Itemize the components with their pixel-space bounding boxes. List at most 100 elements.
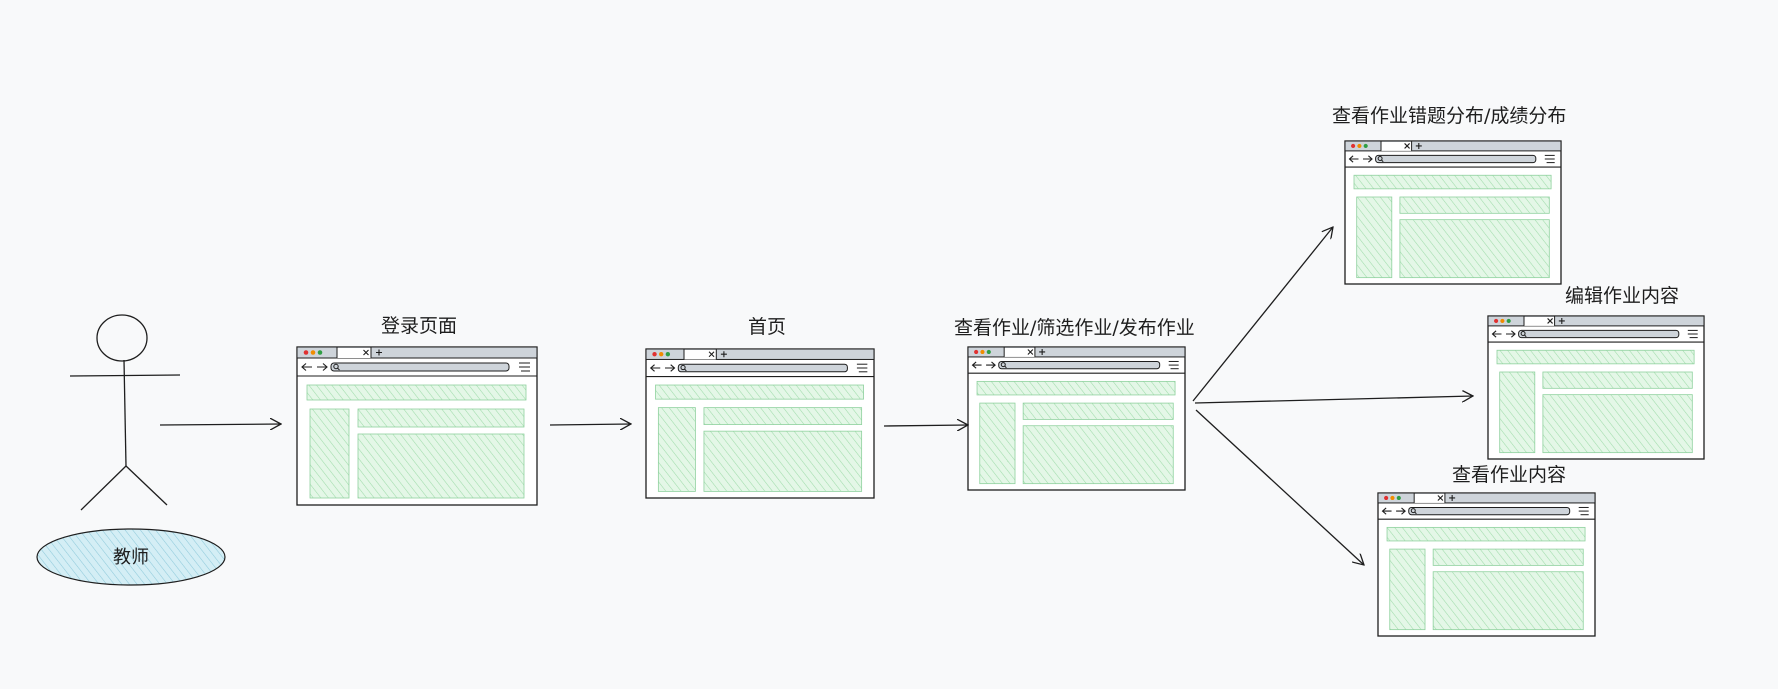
- new-tab-icon: [1039, 348, 1046, 355]
- forward-arrow-icon: [986, 361, 996, 369]
- subheader-placeholder: [357, 408, 525, 428]
- subheader-placeholder: [1399, 196, 1550, 214]
- subheader-placeholder: [703, 407, 863, 425]
- search-icon: [1377, 156, 1383, 161]
- header-placeholder: [306, 384, 527, 401]
- address-bar: [1408, 506, 1571, 516]
- back-arrow-icon: [1348, 155, 1359, 163]
- subheader-placeholder: [1432, 548, 1584, 566]
- actor-right-leg: [125, 465, 168, 506]
- sidebar-placeholder: [657, 407, 696, 492]
- new-tab-icon: [720, 351, 727, 358]
- content-placeholder: [1542, 394, 1693, 454]
- tab-strip: [967, 346, 1186, 358]
- search-icon-handle: [684, 368, 687, 372]
- actor-role-ellipse: [36, 528, 226, 586]
- sidebar-placeholder: [1499, 371, 1536, 454]
- active-tab: [1381, 142, 1412, 151]
- tab-close-icon: [1404, 143, 1410, 149]
- window-control-dot: [665, 352, 671, 357]
- search-icon: [333, 363, 339, 370]
- page-title-home: 首页: [748, 316, 787, 338]
- address-bar: [677, 363, 848, 373]
- search-icon-handle: [1004, 365, 1007, 369]
- window-control-dot: [1351, 143, 1356, 149]
- header-placeholder: [655, 384, 864, 400]
- forward-arrow-icon: [665, 364, 676, 372]
- tab-strip: [1344, 140, 1562, 152]
- forward-arrow-icon: [1396, 507, 1406, 515]
- browser-window-edit: [1487, 315, 1705, 460]
- browser-window-home: [645, 348, 875, 499]
- window-control-dot: [1494, 318, 1499, 324]
- sidebar-placeholder: [1356, 196, 1393, 279]
- arrow-home-to-homework: [883, 425, 968, 426]
- new-tab-icon: [1558, 317, 1565, 324]
- forward-arrow-icon: [1363, 155, 1373, 163]
- page-title-edit: 编辑作业内容: [1565, 285, 1680, 307]
- actor-name: 教师: [113, 547, 149, 568]
- search-icon-handle: [1381, 159, 1384, 163]
- tab-close-icon: [708, 351, 715, 358]
- sidebar-placeholder: [1389, 548, 1426, 631]
- content-placeholder: [357, 433, 525, 499]
- content-placeholder: [703, 430, 863, 492]
- new-tab-icon: [1449, 494, 1456, 501]
- window-control-dot: [1506, 318, 1511, 324]
- page-title-errors: 查看作业错题分布/成绩分布: [1332, 105, 1567, 127]
- back-arrow-icon: [1381, 507, 1392, 515]
- active-tab: [684, 350, 717, 360]
- back-arrow-icon: [301, 363, 312, 371]
- page-title-login: 登录页面: [381, 315, 458, 337]
- active-tab: [1004, 348, 1035, 357]
- back-arrow-icon: [649, 364, 661, 372]
- page-title-content: 查看作业内容: [1452, 464, 1567, 486]
- search-icon-handle: [1524, 334, 1527, 338]
- search-icon: [1000, 362, 1006, 368]
- actor-left-leg: [80, 465, 127, 511]
- content-placeholder: [1022, 425, 1174, 485]
- active-tab: [337, 348, 371, 358]
- actor-arms: [69, 374, 181, 377]
- tab-strip: [296, 346, 538, 359]
- address-bar: [998, 360, 1161, 370]
- address-bar: [330, 362, 510, 372]
- window-control-dot: [986, 349, 991, 355]
- window-control-dot: [1357, 143, 1362, 149]
- actor-head: [96, 314, 148, 362]
- window-control-dot: [980, 349, 985, 355]
- tab-close-icon: [363, 349, 369, 356]
- address-bar: [1518, 329, 1680, 339]
- arrow-homework-to-edit: [1194, 396, 1473, 404]
- tab-close-icon: [1027, 349, 1034, 355]
- arrow-homework-to-errors: [1192, 227, 1333, 402]
- wireframe-windows: [296, 140, 1705, 637]
- header-placeholder: [1386, 526, 1586, 542]
- window-control-dot: [1500, 318, 1505, 324]
- search-icon: [680, 364, 686, 371]
- search-icon-handle: [337, 367, 340, 371]
- window-control-dot: [310, 350, 316, 355]
- actor-stick-figure: [69, 314, 181, 511]
- search-icon: [1410, 508, 1416, 514]
- forward-arrow-icon: [317, 363, 328, 371]
- subheader-placeholder: [1022, 402, 1174, 420]
- window-control-dot: [303, 350, 309, 355]
- actor-body: [123, 359, 127, 467]
- window-control-dot: [652, 352, 657, 357]
- window-control-dot: [1396, 495, 1401, 501]
- arrow-homework-to-content: [1195, 409, 1364, 565]
- forward-arrow-icon: [1506, 330, 1516, 338]
- tab-close-icon: [1547, 318, 1553, 324]
- header-placeholder: [1496, 349, 1695, 365]
- search-icon-handle: [1414, 511, 1417, 515]
- content-placeholder: [1432, 571, 1584, 631]
- arrow-login-to-home: [549, 424, 631, 425]
- window-control-dot: [1384, 495, 1389, 501]
- new-tab-icon: [376, 349, 382, 356]
- window-control-dot: [1363, 143, 1368, 149]
- browser-window-errors: [1344, 140, 1562, 285]
- arrow-actor-to-login: [159, 424, 281, 425]
